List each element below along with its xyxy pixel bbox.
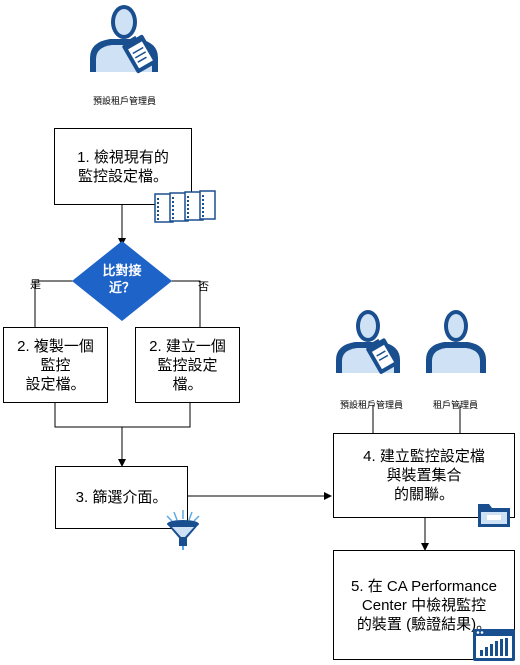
admin-clipboard-icon	[336, 310, 400, 374]
step-4-text: 4. 建立監控設定檔 與裝置集合 的關聯。	[363, 448, 485, 503]
decision-no-label: 否	[198, 281, 209, 293]
actor-label-right2: 租戶管理員	[433, 400, 479, 410]
step-1-box: 1. 檢視現有的 監控設定檔。	[54, 128, 192, 205]
step-2a-text: 2. 複製一個 監控 設定檔。	[17, 337, 94, 393]
document-stack-icon	[154, 190, 216, 223]
actor-label-top: 預設租戶管理員	[93, 96, 157, 106]
admin-clipboard-icon	[90, 5, 158, 74]
monitor-chart-icon	[473, 629, 515, 661]
step-2a-box: 2. 複製一個 監控 設定檔。	[3, 327, 108, 403]
decision-label: 比對接 近？	[102, 263, 142, 295]
decision-diamond	[72, 241, 172, 321]
step-5-text: 5. 在 CA Performance Center 中檢視監控 的裝置 (驗證…	[351, 577, 497, 633]
decision-yes-label: 是	[30, 279, 41, 291]
user-icon	[426, 310, 486, 373]
connectors	[34, 205, 461, 551]
folder-icon	[478, 504, 510, 527]
step-3-box: 3. 篩選介面。	[55, 466, 188, 529]
step-2b-text: 2. 建立一個 監控設定 檔。	[149, 337, 226, 393]
actor-label-right1: 預設租戶管理員	[340, 400, 404, 410]
step-4-box: 4. 建立監控設定檔 與裝置集合 的關聯。	[333, 433, 515, 518]
step-2b-box: 2. 建立一個 監控設定 檔。	[135, 327, 240, 403]
connector-no	[170, 280, 201, 327]
connector-merge	[54, 403, 191, 428]
step-1-text: 1. 檢視現有的 監控設定檔。	[77, 148, 169, 185]
filter-funnel-icon	[166, 510, 200, 550]
connector-yes	[34, 280, 74, 327]
step-3-text: 3. 篩選介面。	[75, 489, 168, 506]
